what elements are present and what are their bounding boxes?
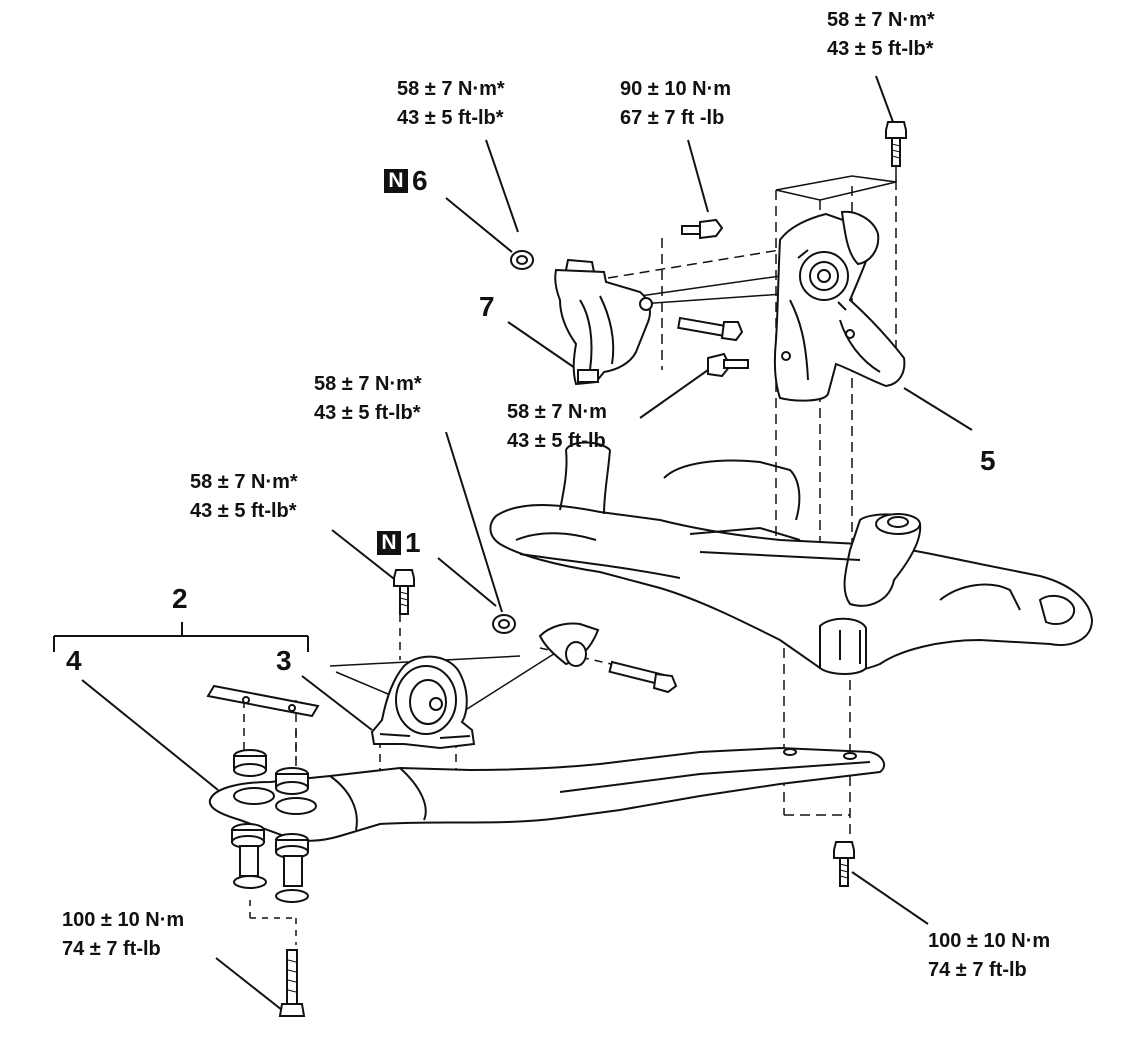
crossmember-rail-4: [208, 746, 886, 842]
bolt-bracket-top: [681, 218, 724, 240]
group-bracket-2: [53, 622, 309, 652]
leader-lines: [81, 75, 973, 1011]
torque-imperial: 43 ± 5 ft-lb*: [190, 500, 297, 522]
callout-3: 3: [276, 646, 292, 676]
bolt-front: [393, 569, 415, 615]
callout-number: 2: [172, 583, 188, 614]
bolt-top-right: [885, 121, 907, 167]
torque-label-bracket-nut: 58 ± 7 N·m* 43 ± 5 ft-lb*: [397, 75, 505, 133]
callout-2: 2: [172, 584, 188, 614]
torque-metric: 58 ± 7 N·m*: [314, 373, 422, 395]
engine-mount-bracket-5: [773, 210, 906, 402]
torque-metric: 90 ± 10 N·m: [620, 78, 732, 100]
torque-imperial: 43 ± 5 ft-lb*: [827, 38, 934, 60]
torque-label-front-nut: 58 ± 7 N·m* 43 ± 5 ft-lb*: [314, 370, 422, 428]
new-part-badge: N: [384, 169, 408, 193]
bolt-lower-left: [278, 949, 306, 1017]
bolt-lower-right: [833, 841, 855, 887]
callout-number: 6: [412, 165, 428, 196]
callout-number: 5: [980, 445, 996, 476]
torque-imperial: 74 ± 7 ft-lb: [62, 938, 161, 960]
torque-imperial: 43 ± 5 ft-lb: [507, 430, 606, 452]
bushing-stack: [206, 684, 320, 903]
nut-bracket: [510, 250, 534, 270]
sleeve-bracket: [538, 622, 600, 667]
torque-metric: 100 ± 10 N·m: [62, 909, 185, 931]
callout-4: 4: [66, 646, 82, 676]
torque-label-bracket-bolt: 90 ± 10 N·m 67 ± 7 ft -lb: [620, 75, 731, 133]
callout-7: 7: [479, 292, 495, 322]
torque-imperial: 67 ± 7 ft -lb: [620, 107, 725, 129]
torque-metric: 58 ± 7 N·m*: [190, 471, 298, 493]
torque-imperial: 43 ± 5 ft-lb*: [397, 107, 504, 129]
torque-imperial: 74 ± 7 ft-lb: [928, 959, 1027, 981]
torque-label-mount-bolt: 58 ± 7 N·m 43 ± 5 ft-lb: [507, 398, 607, 456]
bolt-mount: [707, 352, 749, 378]
callout-number: 4: [66, 645, 82, 676]
torque-metric: 58 ± 7 N·m*: [827, 9, 935, 31]
torque-metric: 58 ± 7 N·m: [507, 401, 607, 423]
bracket-7: [554, 258, 653, 386]
callout-5: 5: [980, 446, 996, 476]
nut-front: [492, 614, 516, 634]
torque-metric: 58 ± 7 N·m*: [397, 78, 505, 100]
front-crossmember: [489, 441, 1094, 675]
bolt-front-through: [608, 660, 678, 694]
engine-mount-insulator-3: [370, 655, 476, 750]
torque-metric: 100 ± 10 N·m: [928, 930, 1051, 952]
torque-label-lower-right-bolt: 100 ± 10 N·m 74 ± 7 ft-lb: [928, 927, 1050, 985]
fasteners: [278, 121, 907, 1017]
torque-label-lower-left-bolt: 100 ± 10 N·m 74 ± 7 ft-lb: [62, 906, 184, 964]
callout-number: 3: [276, 645, 292, 676]
callout-number: 7: [479, 291, 495, 322]
torque-label-top-right-bolt: 58 ± 7 N·m* 43 ± 5 ft-lb*: [827, 6, 935, 64]
bolt-bracket-side: [677, 316, 744, 342]
callout-number: 1: [405, 527, 421, 558]
torque-label-front-bolt: 58 ± 7 N·m* 43 ± 5 ft-lb*: [190, 468, 298, 526]
new-part-badge: N: [377, 531, 401, 555]
torque-imperial: 43 ± 5 ft-lb*: [314, 402, 421, 424]
